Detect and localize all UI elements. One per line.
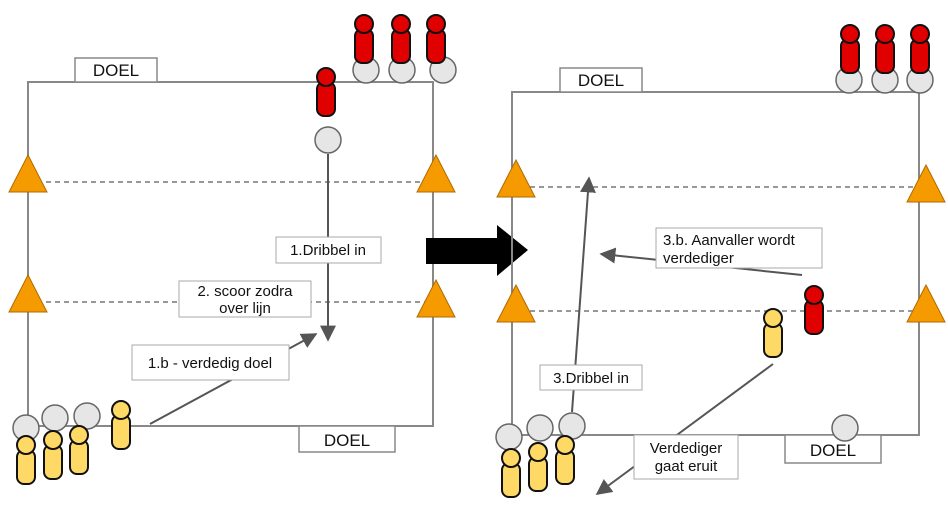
ball-icon xyxy=(558,412,586,440)
svg-text:Verdediger: Verdediger xyxy=(650,440,723,457)
svg-text:3.b. Aanvaller wordt: 3.b. Aanvaller wordt xyxy=(663,232,796,249)
left-goal-top-label: DOEL xyxy=(93,61,139,80)
red-player-icon xyxy=(391,14,411,64)
cone-icon xyxy=(906,164,946,203)
left-field: DOEL DOEL xyxy=(8,14,457,485)
yellow-player-icon xyxy=(763,308,783,358)
attacker-becomes-defender-label: 3.b. Aanvaller wordt verdediger xyxy=(655,227,823,269)
right-dribble-label: 3.Dribbel in xyxy=(539,364,643,391)
left-defend-label: 1.b - verdedig doel xyxy=(131,344,290,381)
yellow-player-icon xyxy=(43,430,63,480)
cone-icon xyxy=(416,154,456,193)
ball-icon xyxy=(495,423,523,451)
left-goal-top: DOEL xyxy=(74,57,158,83)
cone-icon xyxy=(496,159,536,198)
yellow-player-icon xyxy=(528,442,548,492)
red-player-icon xyxy=(316,67,336,117)
defender-exit-label: Verdediger gaat eruit xyxy=(633,434,739,480)
yellow-player-icon xyxy=(501,448,521,498)
cone-icon xyxy=(416,279,456,318)
defender-exit-arrow xyxy=(595,363,774,495)
red-player-icon xyxy=(426,14,446,64)
svg-text:3.Dribbel in: 3.Dribbel in xyxy=(553,370,629,387)
svg-text:gaat eruit: gaat eruit xyxy=(655,458,718,475)
cone-icon xyxy=(8,274,48,313)
svg-text:1.b - verdedig doel: 1.b - verdedig doel xyxy=(148,355,272,372)
ball-icon xyxy=(831,414,859,442)
right-field: DOEL DOEL xyxy=(495,24,946,498)
left-goal-bottom-label: DOEL xyxy=(324,431,370,450)
yellow-player-icon xyxy=(111,400,131,450)
ball-icon xyxy=(41,404,69,432)
right-goal-top-label: DOEL xyxy=(578,71,624,90)
red-player-icon xyxy=(840,24,860,74)
yellow-player-icon xyxy=(16,435,36,485)
svg-text:1.Dribbel in: 1.Dribbel in xyxy=(290,242,366,259)
svg-text:2. scoor zodra: 2. scoor zodra xyxy=(197,283,293,300)
ball-icon xyxy=(314,126,342,154)
transition-arrow-icon xyxy=(426,225,528,276)
ball-icon xyxy=(526,414,554,442)
red-player-icon xyxy=(910,24,930,74)
red-player-icon xyxy=(804,285,824,335)
right-goal-bottom-label: DOEL xyxy=(810,441,856,460)
left-score-label: 2. scoor zodra over lijn xyxy=(178,280,312,318)
svg-text:over lijn: over lijn xyxy=(219,300,271,317)
svg-text:verdediger: verdediger xyxy=(663,250,734,267)
red-player-icon xyxy=(875,24,895,74)
right-goal-top: DOEL xyxy=(559,67,643,93)
red-player-icon xyxy=(354,14,374,64)
cone-icon xyxy=(496,284,536,323)
left-goal-bottom: DOEL xyxy=(298,425,396,453)
yellow-player-icon xyxy=(555,435,575,485)
right-goal-bottom: DOEL xyxy=(784,434,882,464)
cone-icon xyxy=(8,154,48,193)
cone-icon xyxy=(906,284,946,323)
yellow-player-icon xyxy=(69,425,89,475)
left-dribble-label: 1.Dribbel in xyxy=(275,236,382,264)
